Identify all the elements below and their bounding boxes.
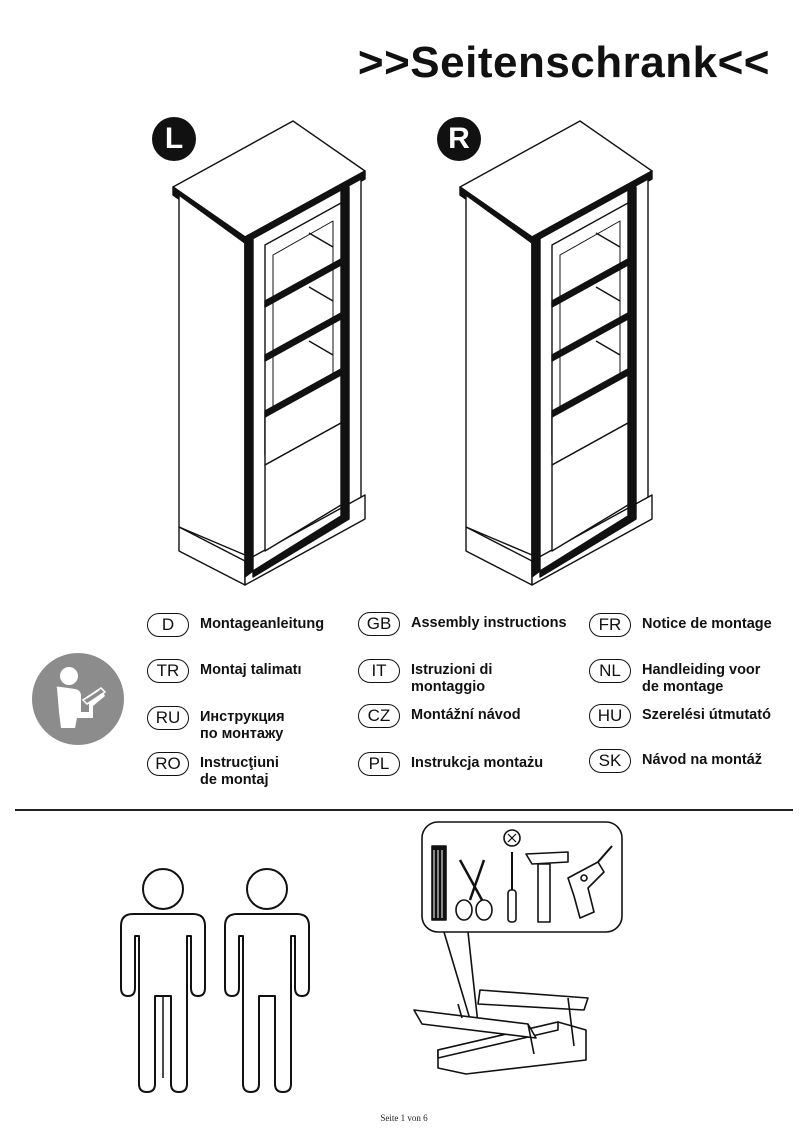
lang-item-tr: TR Montaj talimatı [147,659,302,683]
lang-label: Instrukcja montażu [411,755,544,771]
lang-item-de: D Montageanleitung [147,613,324,637]
lang-item-fr: FR Notice de montage [589,613,772,637]
variant-badge-left: L [152,117,196,161]
section-divider [15,809,793,811]
read-manual-icon [32,653,124,745]
lang-code: NL [589,659,631,683]
page-title: >>Seitenschrank<< [357,38,770,87]
lang-label: Istruzioni di montaggio [411,662,493,695]
toolbox-icon [413,989,589,1075]
lang-code: CZ [358,704,400,728]
lang-code: TR [147,659,189,683]
cross-icon [503,829,521,847]
lang-label: Montaj talimatı [200,662,302,678]
cabinet-right-illustration [459,120,653,586]
two-persons-icon [120,868,310,1093]
lang-item-sk: SK Návod na montáž [589,749,762,773]
lang-code: HU [589,704,631,728]
drill-icon [567,845,613,919]
scissors-icon [455,859,493,921]
lang-code: SK [589,749,631,773]
lang-item-gb: GB Assembly instructions [358,612,567,636]
screws-icon [431,845,447,921]
lang-code: IT [358,659,400,683]
page-number: Seite 1 von 6 [380,1113,428,1123]
lang-item-ru: RU Инструкция по монтажу [147,706,285,743]
lang-item-cz: CZ Montážní návod [358,704,521,728]
lang-item-it: IT Istruzioni di montaggio [358,659,492,696]
variant-badge-right: R [437,117,481,161]
lang-code: RU [147,706,189,730]
hammer-icon [525,851,569,923]
lang-label: Montážní návod [411,707,521,723]
lang-item-pl: PL Instrukcja montażu [358,752,543,776]
lang-code: GB [358,612,400,636]
lang-label: Notice de montage [642,616,772,632]
lang-code: PL [358,752,400,776]
lang-code: FR [589,613,631,637]
lang-item-hu: HU Szerelési útmutató [589,704,771,728]
lang-item-nl: NL Handleiding voor de montage [589,659,760,696]
lang-label: Szerelési útmutató [642,707,771,723]
screwdriver-icon [507,852,517,923]
lang-label: Инструкция по монтажу [200,709,285,742]
lang-code: D [147,613,189,637]
lang-code: RO [147,752,189,776]
lang-label: Montageanleitung [200,616,325,632]
lang-item-ro: RO Instrucţiuni de montaj [147,752,279,789]
lang-label: Návod na montáž [642,752,763,768]
tools-panel [413,821,623,1075]
lang-label: Assembly instructions [411,615,567,631]
cabinet-left-illustration [172,120,366,586]
lang-label: Handleiding voor de montage [642,662,761,695]
lang-label: Instrucţiuni de montaj [200,755,279,788]
